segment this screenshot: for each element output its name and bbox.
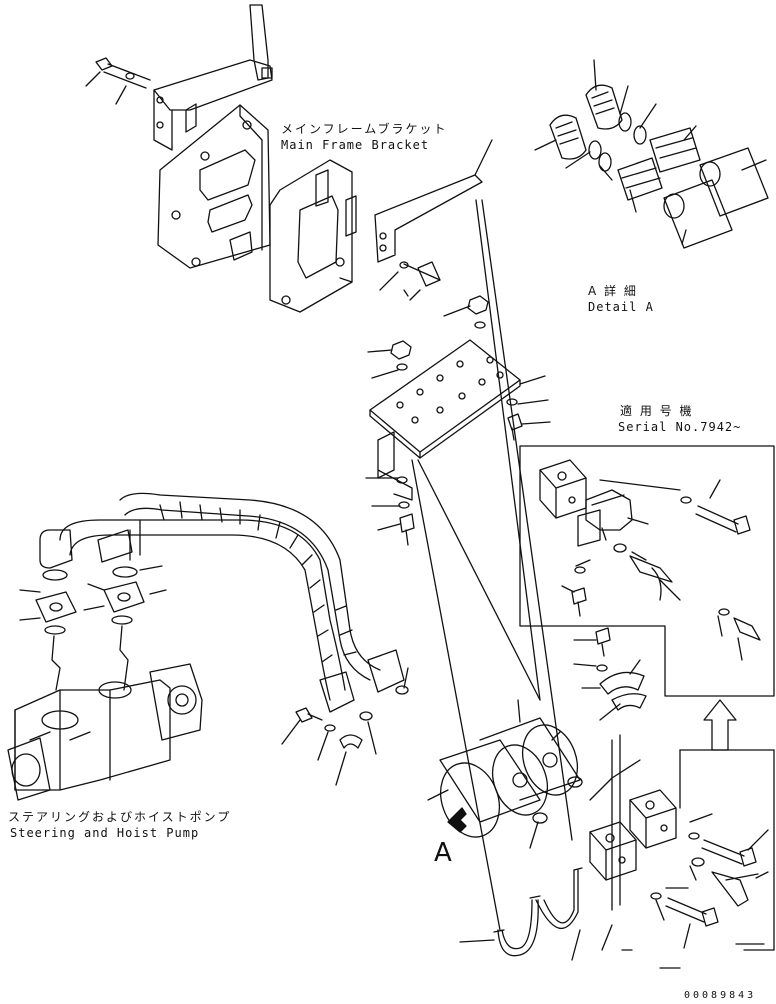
detail-a-label-jp: A 詳 細 xyxy=(588,284,638,298)
main-frame-bracket-label-en: Main Frame Bracket xyxy=(281,138,430,152)
lower-right-parts xyxy=(573,627,775,951)
lever-arm xyxy=(153,4,273,151)
bottom-bolts xyxy=(601,813,769,969)
arrow-view-a xyxy=(447,807,467,833)
side-bracket xyxy=(374,139,493,301)
serial-label-en: Serial No.7942~ xyxy=(618,420,742,434)
center-bolts-clips xyxy=(281,667,409,786)
figure-number: 00089843 xyxy=(684,990,757,1001)
detail-box-parts xyxy=(539,459,761,661)
bolt-top-left xyxy=(85,57,151,105)
flanges-left xyxy=(19,565,167,691)
nuts-washers xyxy=(365,289,551,546)
pump-label-jp: ステアリングおよびホイストポンプ xyxy=(8,810,232,824)
mounting-plate xyxy=(369,339,521,501)
view-a-letter: A xyxy=(434,838,452,868)
detail-a-label-en: Detail A xyxy=(588,300,654,314)
serial-label-jp: 適 用 号 機 xyxy=(620,404,694,418)
valve-blocks xyxy=(589,759,677,881)
main-frame-bracket xyxy=(269,159,357,313)
serial-detail-box xyxy=(519,445,775,697)
hose-assembly xyxy=(39,492,405,713)
detail-a-parts xyxy=(534,59,769,249)
filter-canisters xyxy=(427,699,583,849)
tie-rods xyxy=(411,199,573,931)
pump-label-en: Steering and Hoist Pump xyxy=(10,826,200,840)
steering-hoist-pump xyxy=(7,663,203,801)
main-bracket-plate xyxy=(157,103,271,269)
bottom-hoses xyxy=(459,867,583,961)
main-frame-bracket-label-jp: メインフレームブラケット xyxy=(281,122,448,136)
